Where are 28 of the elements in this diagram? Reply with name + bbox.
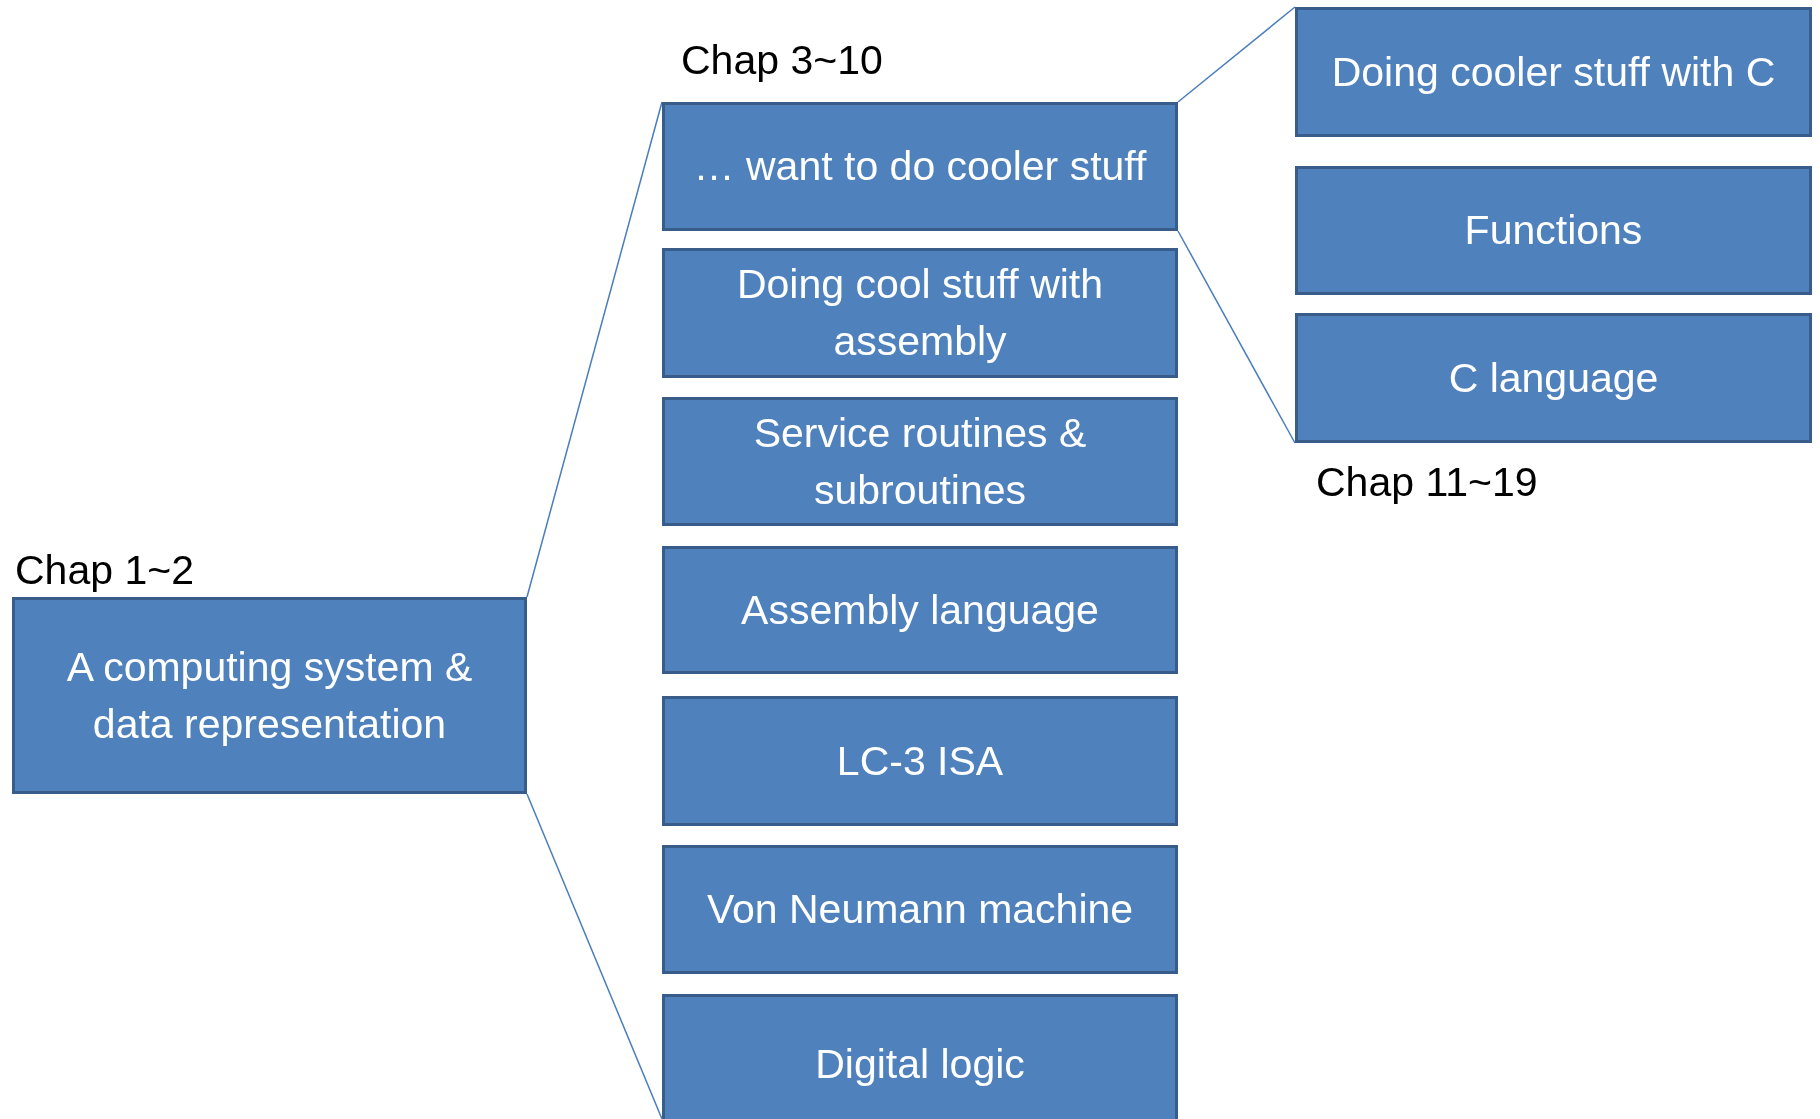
- box-text: … want to do cooler stuff: [693, 142, 1147, 191]
- box-text: Assembly language: [741, 585, 1099, 635]
- chapter-label: Chap 3~10: [681, 36, 883, 85]
- topic-box: [662, 696, 1178, 826]
- box-text: LC-3 ISA: [836, 736, 1004, 786]
- topic-box: [662, 248, 1178, 378]
- box-text: Functions: [1464, 206, 1643, 255]
- box-text: Digital logic: [815, 1039, 1025, 1089]
- connector-line: [526, 101, 663, 598]
- box-text: Doing cool stuff with assembly: [735, 260, 1105, 366]
- box-caption: Chap 1~2: [15, 546, 194, 595]
- box-text: Service routines & subroutines: [752, 408, 1088, 515]
- topic-box: [1295, 7, 1812, 137]
- box-text: A computing system & data representation: [65, 642, 474, 749]
- connector-line: [1177, 230, 1296, 444]
- topic-box: [662, 397, 1178, 526]
- connector-line: [526, 793, 663, 1119]
- box-text: C language: [1448, 353, 1659, 403]
- topic-box: [1295, 313, 1812, 443]
- box-text: Von Neumann machine: [706, 885, 1134, 934]
- topic-box: [662, 845, 1178, 974]
- topic-box: [662, 102, 1178, 231]
- topic-box: [662, 546, 1178, 674]
- box-text: Doing cooler stuff with C: [1331, 47, 1776, 97]
- topic-box: [1295, 166, 1812, 295]
- topic-box: [662, 994, 1178, 1119]
- chapter-label: Chap 11~19: [1316, 458, 1538, 507]
- connector-line: [1177, 6, 1296, 103]
